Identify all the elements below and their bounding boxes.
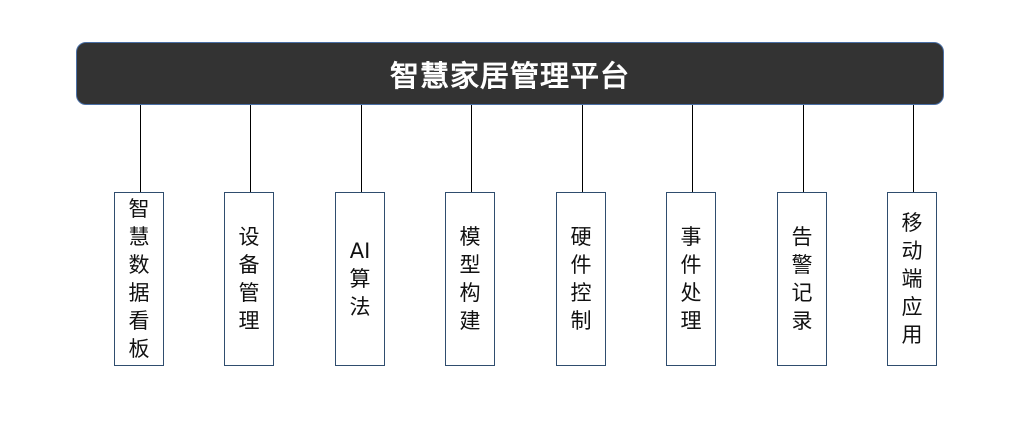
module-node-mobile-app: 移动端应用 (887, 192, 937, 366)
module-label-device-management: 设备管理 (238, 225, 260, 333)
connector-line-4 (471, 105, 472, 193)
module-node-ai-algorithm: AI算法 (335, 192, 385, 366)
module-label-model-building: 模型构建 (459, 225, 481, 333)
platform-title: 智慧家居管理平台 (389, 58, 630, 93)
module-node-alarm-records: 告警记录 (777, 192, 827, 366)
connector-line-2 (250, 105, 251, 193)
module-label-dashboard: 智慧数据看板 (128, 197, 150, 361)
module-label-hardware-control: 硬件控制 (570, 225, 592, 333)
module-node-event-handling: 事件处理 (666, 192, 716, 366)
module-node-device-management: 设备管理 (224, 192, 274, 366)
module-node-model-building: 模型构建 (445, 192, 495, 366)
module-node-hardware-control: 硬件控制 (556, 192, 606, 366)
module-label-event-handling: 事件处理 (680, 225, 702, 333)
module-node-dashboard: 智慧数据看板 (114, 192, 164, 366)
connector-line-1 (140, 105, 141, 193)
connector-line-3 (361, 105, 362, 193)
connector-line-7 (803, 105, 804, 193)
connector-line-5 (582, 105, 583, 193)
connector-line-8 (913, 105, 914, 193)
module-label-ai-algorithm: AI算法 (349, 239, 371, 319)
connector-line-6 (692, 105, 693, 193)
platform-root-node: 智慧家居管理平台 (76, 42, 944, 105)
module-label-mobile-app: 移动端应用 (901, 211, 923, 347)
module-label-alarm-records: 告警记录 (791, 225, 813, 333)
